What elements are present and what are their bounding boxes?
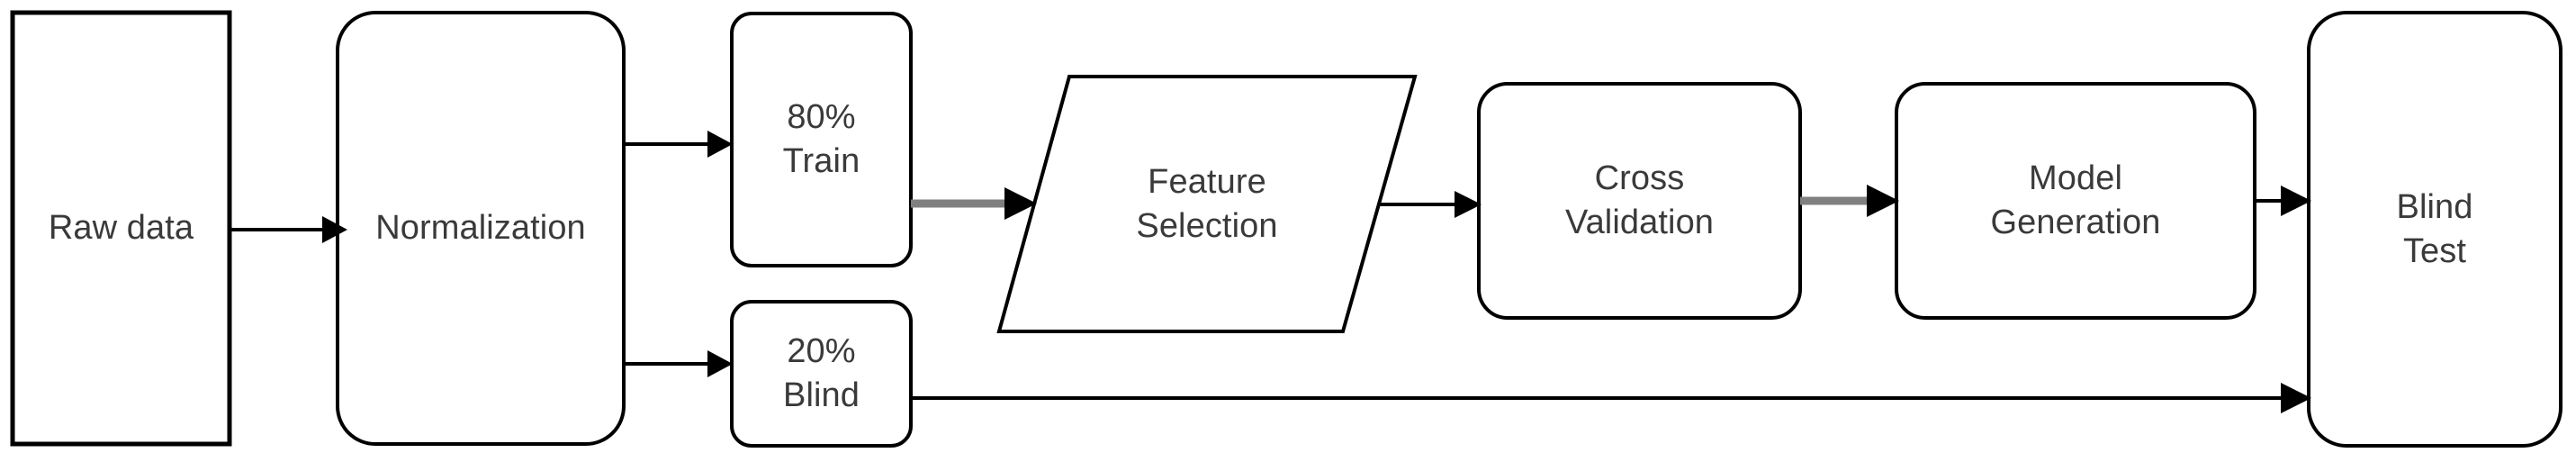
edge-feature-to-cross-validation [1379,191,1482,218]
edge-normalization-to-blind [626,350,733,377]
node-shape-train-split[interactable] [730,12,913,267]
node-shape-blind-test[interactable] [2307,11,2562,448]
node-shape-raw-data[interactable] [10,10,232,447]
edge-model-to-blind-test [2255,186,2311,216]
edge-raw-to-normalization [230,216,347,243]
edge-cross-to-model-generation [1800,185,1899,217]
edge-blind-split-to-blind-test [911,383,2311,413]
node-shape-blind-split[interactable] [730,300,913,448]
edge-normalization-to-train [626,131,733,158]
node-shape-feature-selection[interactable] [996,75,1418,333]
node-shape-model-generation[interactable] [1895,82,2256,320]
node-shape-normalization[interactable] [336,11,626,446]
node-shape-cross-validation[interactable] [1477,82,1802,320]
edge-train-to-feature-selection [911,187,1037,220]
